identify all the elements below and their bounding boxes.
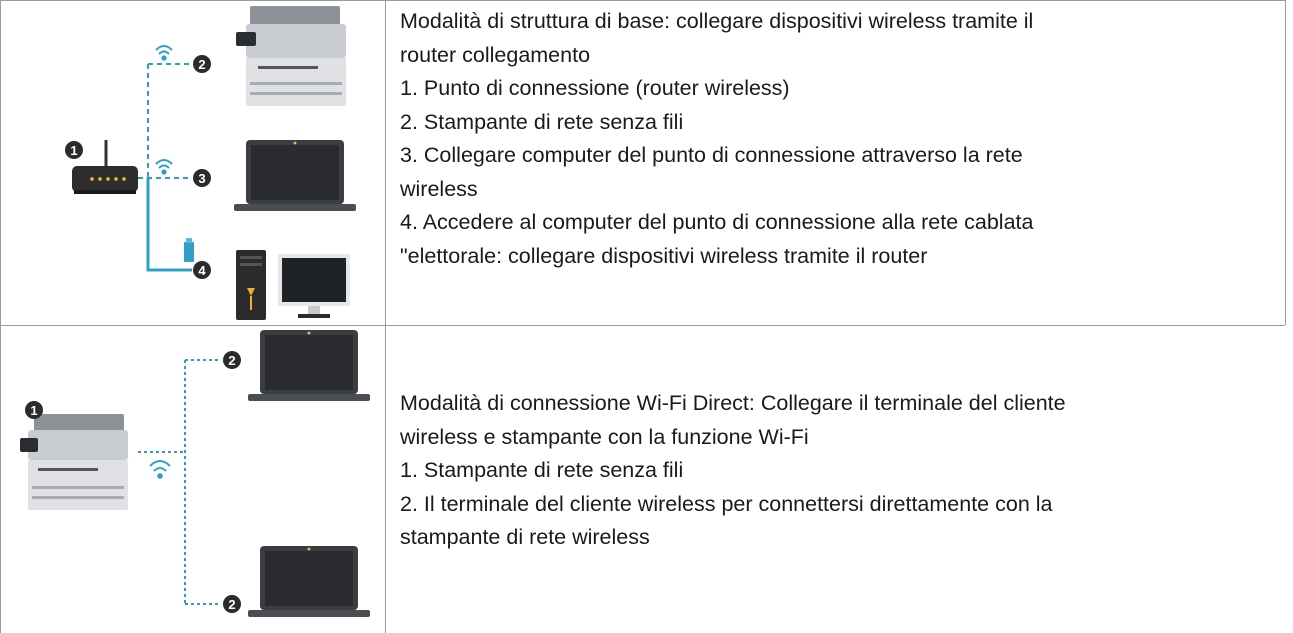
printer-icon [20,414,128,510]
wifi-icon [149,460,171,479]
description-line: Modalità di struttura di base: collegare… [400,9,1034,33]
row-divider [0,325,1285,326]
wifi-direct-description: Modalità di connessione Wi-Fi Direct: Co… [400,387,1280,555]
svg-text:1: 1 [30,403,37,418]
printer-icon [236,6,346,106]
wifi-direct-diagram: 1 2 2 [20,330,370,617]
ethernet-plug-icon [184,238,194,262]
laptop-icon [248,330,370,401]
wifi-icon [155,159,173,175]
svg-text:3: 3 [198,171,205,186]
description-line: wireless e stampante con la funzione Wi-… [400,424,809,449]
description-line: "elettorale: collegare dispositivi wirel… [400,243,928,268]
badge-desktop: 4 [193,261,211,279]
laptop-icon [234,140,356,211]
svg-text:1: 1 [70,143,77,158]
infrastructure-mode-diagram: 1 2 3 4 [65,6,356,320]
description-line: 1. Punto di connessione (router wireless… [400,76,790,100]
description-line: 2. Stampante di rete senza fili [400,109,684,134]
badge-printer: 2 [193,55,211,73]
svg-text:2: 2 [228,597,235,612]
svg-text:2: 2 [198,57,205,72]
badge-laptop-top: 2 [223,351,241,369]
description-line: 3. Collegare computer del punto di conne… [400,143,1023,167]
description-line: 4. Accedere al computer del punto di con… [400,210,1034,234]
description-line: router collegamento [400,42,591,67]
description-line: Modalità di connessione Wi-Fi Direct: Co… [400,391,1066,415]
laptop-icon [248,546,370,617]
dotted-connectors [138,359,220,605]
table-top-border [0,0,1285,1]
wired-connector [146,178,192,272]
svg-text:4: 4 [198,263,206,278]
badge-router: 1 [65,141,83,159]
badge-laptop: 3 [193,169,211,187]
table-right-border [1285,0,1286,325]
description-line: wireless [400,176,478,201]
wifi-icon [155,45,173,61]
description-line: 2. Il terminale del cliente wireless per… [400,491,1053,516]
description-line: 1. Stampante di rete senza fili [400,458,684,482]
badge-printer: 1 [25,401,43,419]
description-line: stampante di rete wireless [400,525,650,549]
table-left-border [0,0,1,633]
wireless-router-icon [72,140,138,194]
column-divider [385,0,386,633]
svg-text:2: 2 [228,353,235,368]
badge-laptop-bottom: 2 [223,595,241,613]
desktop-computer-icon [236,250,350,320]
infrastructure-mode-description: Modalità di struttura di base: collegare… [400,5,1280,273]
